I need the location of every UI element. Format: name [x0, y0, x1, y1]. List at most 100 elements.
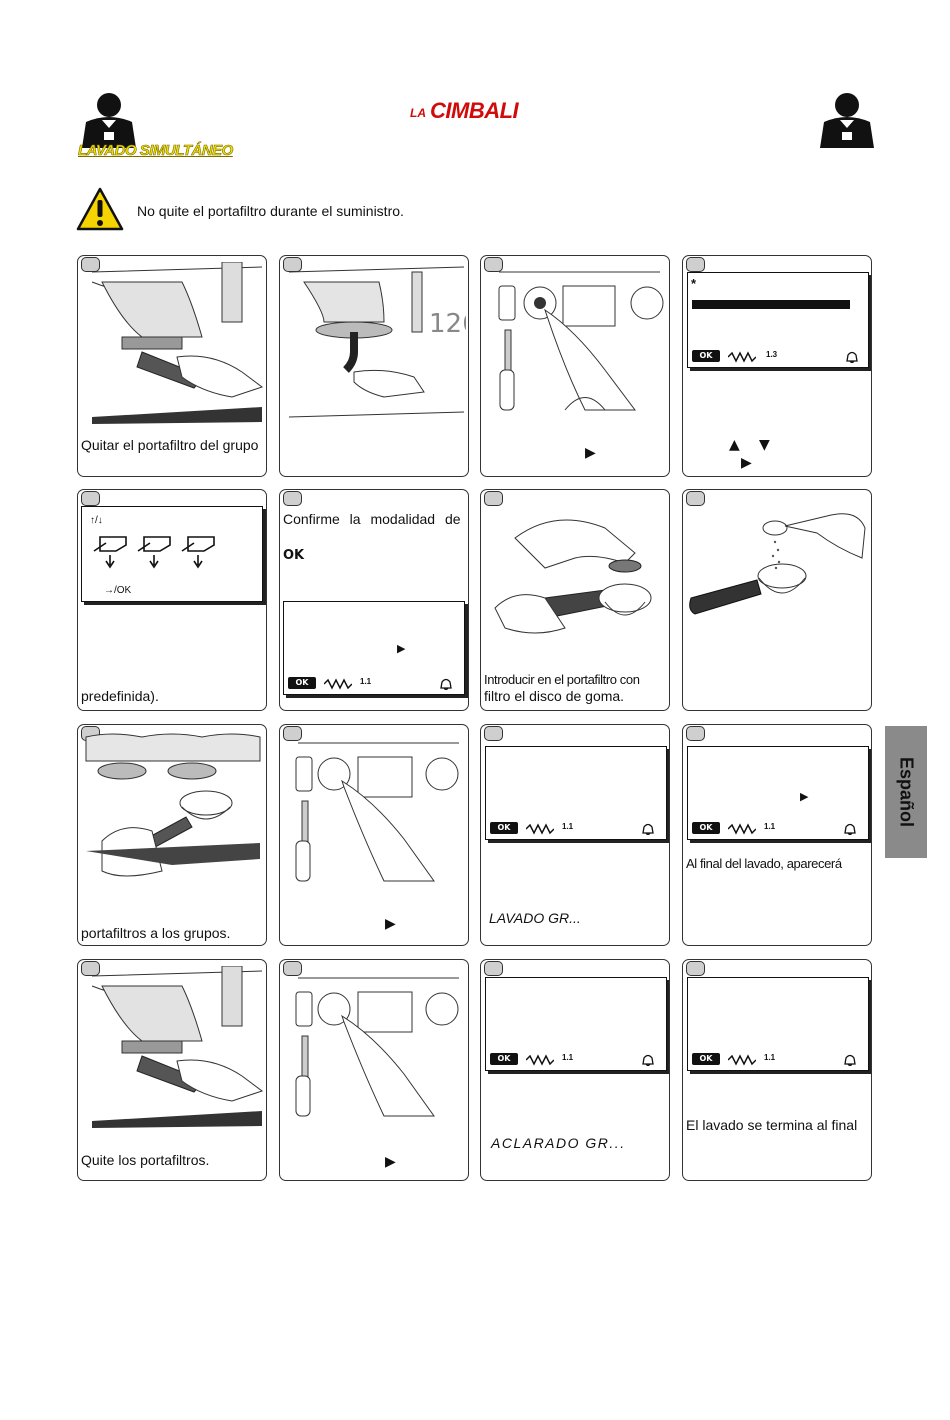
- step-panel-7: Introducir en el portafiltro con filtro …: [480, 489, 670, 711]
- brand-logo: LA CIMBALI: [408, 96, 548, 128]
- step-panel-2: 126: [279, 255, 469, 477]
- lcd-display: ↑/↓ →/OK: [81, 506, 263, 602]
- step-number: [686, 961, 705, 976]
- press-button-illustration: [295, 977, 459, 1117]
- bell-icon: [844, 1054, 856, 1066]
- bell-icon: [642, 823, 654, 835]
- insert-rubber-disc-illustration: [494, 519, 652, 634]
- bell-icon: [642, 1054, 654, 1066]
- lcd-display: OK 1.1: [687, 977, 869, 1071]
- barista-icon: [82, 93, 136, 148]
- remove-portafilter-illustration: [91, 262, 264, 424]
- lcd-counter: 1.1: [562, 822, 574, 831]
- step-number: [686, 257, 705, 272]
- lcd-counter: 1.3: [766, 350, 778, 359]
- step-number: [484, 961, 503, 976]
- arrow-right-icon: ▶: [585, 445, 596, 461]
- lcd-display: ▶ OK 1.1: [283, 601, 465, 695]
- lcd-counter: 1.1: [562, 1053, 574, 1062]
- step-number: [283, 961, 302, 976]
- step-caption: Quite los portafiltros.: [81, 1152, 210, 1168]
- step-number: [484, 491, 503, 506]
- lcd-status-bar: OK 1.1: [488, 1052, 664, 1068]
- step-caption: predefinida).: [81, 688, 159, 704]
- step-number: [81, 257, 100, 272]
- lcd-status-bar: OK 1.1: [690, 821, 866, 837]
- lcd-arrows-text: ↑/↓: [90, 515, 103, 526]
- step-panel-6: Confirme la modalidad de OK ▶ OK 1.1: [279, 489, 469, 711]
- bell-icon: [844, 823, 856, 835]
- step-number: [484, 726, 503, 741]
- step-panel-3: ▶: [480, 255, 670, 477]
- step-panel-14: ▶: [279, 959, 469, 1181]
- lcd-counter: 1.1: [764, 822, 776, 831]
- add-detergent-illustration: [689, 513, 866, 615]
- arrow-right-icon: ▶: [741, 455, 752, 471]
- lcd-ok-chip: OK: [692, 822, 720, 834]
- arrow-right-icon: ▶: [397, 642, 406, 655]
- lcd-confirm-text: →/OK: [104, 585, 132, 596]
- step-panel-11: OK 1.1 LAVADO GR...: [480, 724, 670, 946]
- step-number: [81, 961, 100, 976]
- lcd-status-bar: OK 1.3: [690, 349, 866, 365]
- lcd-display: OK 1.1: [485, 977, 667, 1071]
- step-panel-10: ▶: [279, 724, 469, 946]
- group-selection-icons: [93, 536, 215, 569]
- step-caption: El lavado se termina al final: [686, 1117, 858, 1133]
- water-wave-icon: [728, 351, 756, 363]
- lcd-counter: 1.1: [360, 677, 372, 686]
- arrow-right-icon: ▶: [385, 916, 396, 932]
- warning-text: No quite el portafiltro durante el sumin…: [137, 203, 404, 219]
- svg-text:126: 126: [429, 309, 466, 339]
- bell-icon: [440, 678, 452, 690]
- brand-prefix: LA: [410, 106, 426, 120]
- water-wave-icon: [728, 823, 756, 835]
- step-caption-2: filtro el disco de goma.: [484, 688, 625, 704]
- barista-icon: [820, 93, 874, 148]
- section-title: LAVADO SIMULTÁNEO: [78, 142, 234, 160]
- step-panel-13: Quite los portafiltros.: [77, 959, 267, 1181]
- step-panel-16: OK 1.1 El lavado se termina al final: [682, 959, 872, 1181]
- language-tab-label: Español: [896, 756, 917, 828]
- step-number: [81, 491, 100, 506]
- warning-icon: [76, 187, 124, 231]
- ok-button-label: OK: [283, 548, 305, 563]
- arrow-right-icon: ▶: [385, 1154, 396, 1170]
- step-caption: Quitar el portafiltro del grupo: [81, 437, 259, 453]
- lcd-ok-chip: OK: [490, 1053, 518, 1065]
- water-wave-icon: [324, 678, 352, 690]
- step-panel-9: portafiltros a los grupos.: [77, 724, 267, 946]
- step-panel-12: ▶ OK 1.1 Al final del lavado, aparecerá: [682, 724, 872, 946]
- step-number: [686, 726, 705, 741]
- press-button-illustration: [295, 742, 459, 882]
- lcd-status-bar: OK 1.1: [690, 1052, 866, 1068]
- lcd-display: OK 1.1: [485, 746, 667, 840]
- lcd-ok-chip: OK: [288, 677, 316, 689]
- step-panel-1: Quitar el portafiltro del grupo: [77, 255, 267, 477]
- brand-name: CIMBALI: [430, 98, 519, 123]
- arrow-right-icon: ▶: [800, 790, 809, 803]
- lcd-display: ▶ OK 1.1: [687, 746, 869, 840]
- remove-portafilters-illustration: [91, 966, 264, 1128]
- language-tab: Español: [885, 726, 927, 858]
- lcd-ok-chip: OK: [692, 1053, 720, 1065]
- step-panel-4: * OK 1.3 ▲ ▼ ▶: [682, 255, 872, 477]
- step-panel-15: OK 1.1 ACLARADO GR...: [480, 959, 670, 1181]
- water-wave-icon: [728, 1054, 756, 1066]
- step-caption: LAVADO GR...: [489, 910, 581, 926]
- step-caption: Confirme la modalidad de: [283, 511, 461, 527]
- step-number: [283, 491, 302, 506]
- lcd-ok-chip: OK: [490, 822, 518, 834]
- lcd-status-bar: OK 1.1: [286, 676, 462, 692]
- arrow-up-icon: ▲: [729, 437, 740, 453]
- bell-icon: [846, 351, 858, 363]
- lcd-star: *: [691, 276, 697, 291]
- step-number: [484, 257, 503, 272]
- step-caption: portafiltros a los grupos.: [81, 925, 231, 941]
- press-button-illustration: [498, 271, 664, 411]
- step-number: [283, 726, 302, 741]
- insert-hose-illustration: 126: [288, 266, 466, 418]
- lcd-progress-bar: [692, 300, 850, 309]
- step-caption: Al final del lavado, aparecerá: [686, 856, 842, 871]
- attach-portafilters-illustration: [85, 733, 261, 877]
